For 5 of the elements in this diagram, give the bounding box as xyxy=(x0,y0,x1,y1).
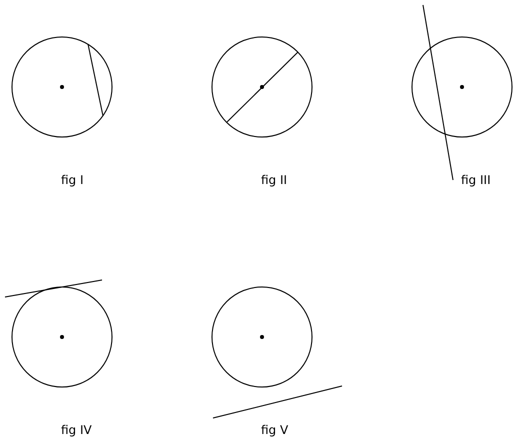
figure-caption: fig II xyxy=(261,173,288,187)
figure-caption: fig IV xyxy=(61,423,92,437)
figure-caption: fig III xyxy=(461,173,491,187)
figure-caption: fig V xyxy=(261,423,288,437)
figure-caption: fig I xyxy=(61,173,84,187)
